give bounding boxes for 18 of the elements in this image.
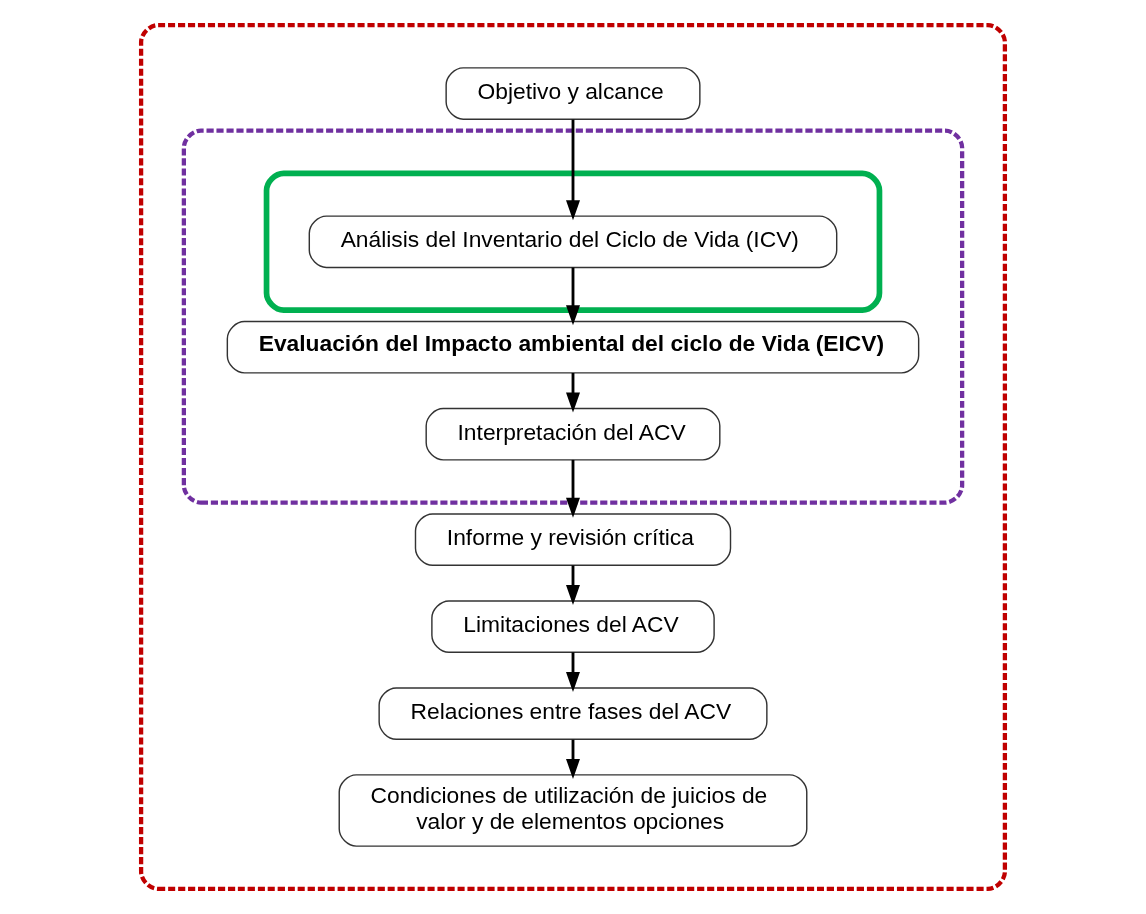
node-box: Objetivo y alcance — [445, 67, 701, 120]
cluster — [181, 128, 965, 505]
arrow — [566, 459, 580, 518]
arrow — [566, 119, 580, 221]
node-box: Relaciones entre fases del ACV — [378, 687, 768, 740]
arrow — [566, 652, 580, 692]
cluster — [263, 170, 883, 314]
arrow — [566, 373, 580, 413]
node-box: Evaluación del Impacto ambiental del ciclo de Vida (EICV) — [226, 320, 920, 374]
arrow — [566, 565, 580, 605]
arrow — [566, 739, 580, 779]
node-box: Informe y revisión crítica — [414, 513, 732, 567]
node-box: Limitaciones del ACV — [431, 600, 715, 653]
cluster — [138, 22, 1008, 892]
node-box: Interpretación del ACV — [425, 407, 721, 461]
node-box: Análisis del Inventario del Ciclo de Vida (ICV) — [308, 215, 838, 269]
arrow — [566, 267, 580, 326]
node-box: Condiciones de utilización de juicios de valor y de elementos opciones — [338, 774, 808, 847]
